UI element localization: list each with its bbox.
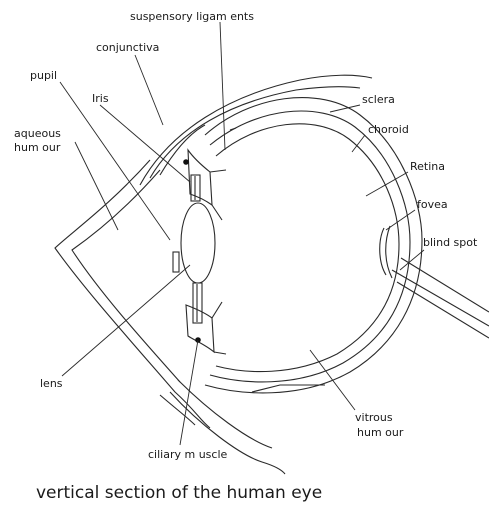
retina-outline (216, 124, 399, 372)
label-ciliary-muscle: ciliary m uscle (148, 448, 228, 461)
label-conjunctiva: conjunctiva (96, 41, 159, 54)
optic-nerve (392, 258, 489, 338)
cornea-inner (72, 170, 180, 382)
pointer-iris (100, 105, 190, 182)
label-vitrous-line2: hum our (357, 426, 404, 439)
label-retina: Retina (410, 160, 445, 173)
label-fovea: fovea (417, 198, 448, 211)
vitreous-marks (230, 128, 325, 392)
pointer-vitrous (310, 350, 355, 410)
pointer-aqueous (75, 142, 118, 230)
label-lens: lens (40, 377, 63, 390)
label-choroid: choroid (368, 123, 409, 136)
label-suspensory-ligaments: suspensory ligam ents (130, 10, 254, 23)
diagram-caption: vertical section of the human eye (36, 483, 322, 503)
eyeball-layers (205, 98, 422, 393)
label-sclera: sclera (362, 93, 395, 106)
label-aqueous-line2: hum our (14, 141, 61, 154)
label-aqueous-line1: aqueous (14, 127, 61, 140)
lens (181, 203, 215, 283)
label-blind-spot: blind spot (423, 236, 478, 249)
ciliary-body (183, 150, 226, 354)
sclera-outline (205, 98, 422, 393)
pointer-ciliary (180, 340, 198, 445)
pointer-fovea (386, 210, 415, 230)
pointer-suspensory (220, 22, 225, 150)
label-pupil: pupil (30, 69, 57, 82)
pointer-retina (366, 172, 408, 196)
label-vitrous-line1: vitrous (355, 411, 393, 424)
fovea-region (380, 226, 392, 278)
ligament-dot-top (183, 159, 189, 165)
label-iris: Iris (92, 92, 109, 105)
pointer-conjunctiva (135, 55, 163, 125)
pointer-lines (60, 22, 424, 445)
